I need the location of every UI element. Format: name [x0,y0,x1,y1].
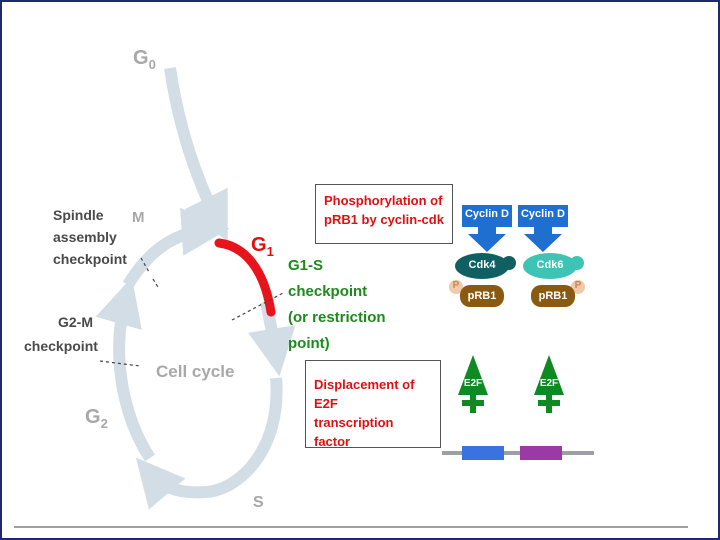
g1s-leader [231,291,286,321]
spindle-leader [140,257,150,273]
phosphate-right-label: P [574,280,582,291]
phosphorylation-box: Phosphorylation of pRB1 by cyclin-cdk [315,184,453,244]
dna-segment-purple [520,446,562,460]
label-m: M [132,209,145,226]
cdk6-label: Cdk6 [536,259,564,271]
g0-arrow [164,67,228,242]
cyclin-left-arrow [462,205,512,252]
label-g2: G2 [85,406,108,431]
phosphate-left [449,280,463,294]
g1s-checkpoint-label: G1-S checkpoint (or restriction point) [288,257,386,352]
cdk4-label: Cdk4 [468,259,496,271]
phosphate-left-label: P [452,280,460,291]
displacement-box: Displacement of E2F transcription factor [305,360,441,449]
dna-segment-blue [462,446,504,460]
cyclin-d-left-label: Cyclin D [464,208,509,220]
spindle-checkpoint-label: Spindle assembly checkpoint [53,207,127,267]
phosphate-right [571,280,585,294]
label-g1: G1 [251,234,274,259]
cdk4-shape [455,253,516,279]
e2f-left-label: E2F [463,378,483,389]
e2f-right-label: E2F [539,378,559,389]
arc-g2 [95,277,156,462]
prb1-right-shape [531,285,575,307]
cell-cycle-label: Cell cycle [156,362,235,381]
label-s: S [253,494,264,511]
spindle-leader-2 [152,278,159,288]
g2m-leader [99,360,141,367]
e2f-left-shape [458,355,488,413]
prb1-right-label: pRB1 [538,290,568,302]
arc-s [135,377,283,510]
prb1-left-shape [460,285,504,307]
label-g0: G0 [133,47,156,72]
g2m-checkpoint-label: G2-M checkpoint [24,314,98,354]
prb1-left-label: pRB1 [467,290,497,302]
e2f-right-shape [534,355,564,413]
arc-m [122,207,230,289]
cyclin-right-arrow [518,205,568,252]
g1-red-arc [214,238,276,317]
cyclin-d-right-label: Cyclin D [520,208,565,220]
cdk6-shape [523,253,584,279]
